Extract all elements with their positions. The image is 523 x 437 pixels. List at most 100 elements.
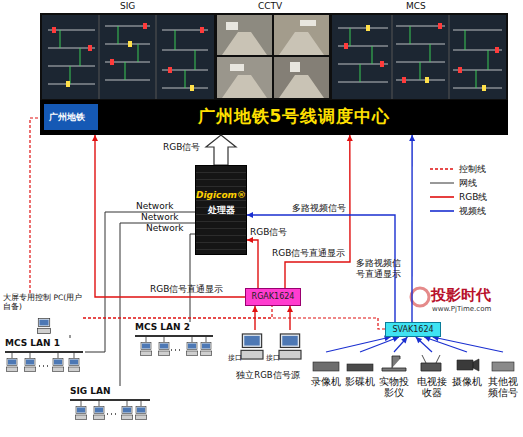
legend: 控制线网线 RGB线视频线 — [428, 163, 518, 223]
video-source: 影碟机 — [342, 352, 378, 408]
device-name: 摄像机 — [450, 376, 484, 387]
watermark-logo — [411, 288, 429, 306]
device-name: 大屏专用控制 PC(用户自备) — [3, 293, 83, 311]
legend-sample — [428, 163, 456, 175]
lan-name: MCS LAN 2 — [135, 322, 190, 332]
device-name: 处理器 — [196, 204, 246, 217]
workstation-icon — [140, 343, 151, 356]
edge-label: Network — [141, 212, 179, 223]
brand-name: Digicom® — [196, 190, 246, 200]
port-label: 接口 — [266, 354, 280, 363]
lan-drop — [81, 400, 141, 406]
edge-label: RGB信号直通显示 — [272, 248, 345, 259]
edge-label: RGB信号直通显示 — [150, 284, 223, 295]
connector-line — [360, 337, 399, 352]
connector-line — [394, 337, 407, 352]
connector-line — [247, 240, 258, 288]
screen-divider — [99, 15, 449, 99]
ellipsis-dots — [39, 350, 180, 414]
edge-label: Network — [146, 223, 184, 234]
arrowhead — [424, 336, 431, 342]
legend-text: 视频线 — [459, 205, 486, 217]
arrowhead — [252, 306, 258, 312]
workstation-icon — [121, 407, 132, 420]
lan-name: SIG LAN — [70, 386, 111, 396]
screen-label: MCS — [406, 1, 426, 11]
device-name: 其他视 频信号 — [484, 376, 522, 398]
edge-label: 多路视频信号 — [292, 203, 346, 214]
dvd-icon — [347, 364, 373, 371]
video-source-icon — [492, 362, 514, 371]
device-name: 独立RGB信号源 — [228, 370, 308, 382]
legend-text: 网线 — [459, 177, 477, 189]
legend-line — [430, 168, 454, 169]
connector-line — [120, 223, 195, 386]
screen-label: SIG — [120, 1, 135, 11]
screen-label: CCTV — [258, 1, 282, 11]
workstation-icon — [93, 407, 104, 420]
legend-sample — [428, 177, 456, 189]
video-source: 电视接 收器 — [414, 352, 450, 408]
control-pc-icon — [37, 319, 50, 334]
device-name: 实物投 影仪 — [376, 376, 412, 398]
arrowhead — [247, 237, 253, 243]
workstation-icon — [135, 407, 146, 420]
device-name: RGAK1624 — [246, 292, 300, 301]
workstation-icon — [158, 343, 169, 356]
metro-logo — [44, 104, 98, 130]
rgak-box: RGAK1624 — [245, 288, 301, 306]
legend-sample — [428, 191, 456, 203]
signal-arrow — [206, 135, 236, 165]
arrowhead — [92, 135, 98, 141]
lan-name: MCS LAN 1 — [5, 338, 60, 348]
connector-line — [411, 135, 413, 322]
lan-bus — [5, 351, 83, 353]
arrowhead — [416, 337, 422, 343]
lan-group: MCS LAN 1 — [3, 338, 85, 380]
visualizer-icon — [382, 356, 406, 371]
device-name: 电视接 收器 — [414, 376, 450, 398]
arrowhead — [347, 135, 353, 141]
workstation-icon — [24, 359, 35, 372]
arrowhead — [401, 337, 407, 344]
watermark: 投影时代 — [431, 286, 491, 305]
control-pc: 大屏专用控制 PC(用户自备) — [3, 293, 83, 335]
camera-icon — [457, 359, 479, 371]
vcr-icon — [313, 362, 339, 371]
watermark: www.PjTime.com — [432, 305, 491, 313]
workstation-icon — [6, 359, 17, 372]
title-banner — [40, 100, 508, 135]
workstation-icon — [68, 359, 79, 372]
workstation-icon — [75, 407, 86, 420]
connector-line — [70, 335, 71, 338]
rgb-source-pc — [241, 334, 263, 359]
legend-text: RGB线 — [459, 191, 487, 203]
workstation-icon — [186, 343, 197, 356]
video-wall: 广州地铁5号线调度中心 — [40, 13, 508, 135]
wall-title: 广州地铁5号线调度中心 — [80, 105, 508, 128]
arrowhead — [392, 336, 399, 342]
connector-line — [416, 337, 432, 352]
connector-line — [85, 212, 195, 352]
device-name: 影碟机 — [342, 376, 378, 387]
lan-bus — [70, 399, 150, 401]
workstation-icon — [52, 359, 63, 372]
processor-rack: Digicom® 处理器 — [195, 165, 247, 255]
lan-group: SIG LAN — [68, 386, 150, 431]
workstation-icon — [200, 343, 211, 356]
logo-text: 广州地铁 — [49, 111, 85, 124]
video-source: 录像机 — [308, 352, 344, 408]
rgb-source-pc — [279, 334, 301, 359]
legend-text: 控制线 — [459, 163, 486, 175]
connector-line — [83, 306, 272, 318]
lan-drop — [146, 336, 206, 342]
camera-detail — [226, 20, 316, 72]
wall-frame — [40, 13, 508, 135]
video-source: 实物投 影仪 — [376, 352, 412, 408]
legend-line — [430, 210, 454, 212]
connector-line — [30, 118, 40, 293]
video-source: 摄像机 — [450, 352, 484, 408]
edge-label: 多路视频信 号直通显示 — [356, 258, 410, 280]
connector-line — [83, 318, 385, 329]
